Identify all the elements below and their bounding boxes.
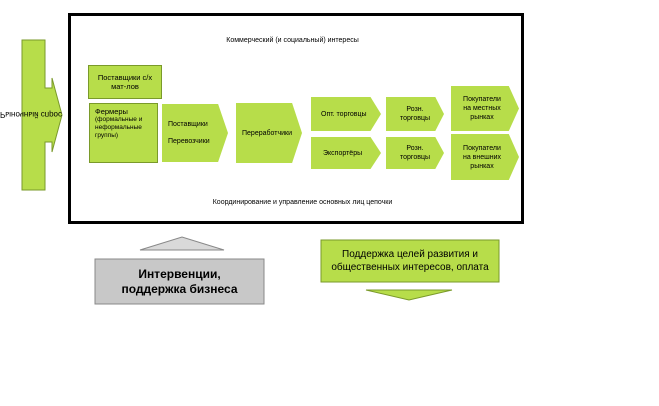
buyers-foreign-chevron: Покупатели на внешних рынках <box>451 134 519 180</box>
wholesale-label: Опт. торговцы <box>321 110 367 118</box>
intervention-box <box>94 258 265 305</box>
support-label: Поддержка целей развития и общественных … <box>331 249 489 273</box>
buyers-foreign-label: Покупатели на внешних рынках <box>462 144 502 170</box>
processors-chevron: Переработчики <box>236 103 302 163</box>
retail-bottom-label: Розн. торговцы <box>400 145 430 161</box>
intervention-text: Интервенции, поддержка бизнеса <box>95 259 264 304</box>
transporters-line1: Поставщики <box>168 121 208 128</box>
transporters-chevron: Поставщики Перевозчики <box>162 104 228 162</box>
intervention-arrow <box>139 236 225 251</box>
market-demand-label: Рыночный спрос <box>0 110 63 119</box>
exporters-chevron: Экспортёры <box>311 137 381 169</box>
top-banner-text: Коммерческий (и социальный) интересы <box>226 37 359 44</box>
intervention-label: Интервенции, поддержка бизнеса <box>121 266 238 296</box>
transporters-line2: Перевозчики <box>168 138 210 145</box>
farmers-title: Фермеры <box>95 107 128 116</box>
retail-top-label: Розн. торговцы <box>400 106 430 122</box>
suppliers-box: Поставщики с/х мат-лов <box>88 65 162 99</box>
retail-top-chevron: Розн. торговцы <box>386 97 444 131</box>
coordination-text: Координирование и управление основных ли… <box>212 199 393 206</box>
support-arrow <box>365 289 453 301</box>
wholesale-chevron: Опт. торговцы <box>311 97 381 131</box>
buyers-local-chevron: Покупатели на местных рынках <box>451 86 519 131</box>
farmers-box: Фермеры (формальные и неформальные групп… <box>89 103 158 163</box>
support-text: Поддержка целей развития и общественных … <box>321 240 499 282</box>
suppliers-label: Поставщики с/х мат-лов <box>97 73 153 91</box>
processors-label: Переработчики <box>242 129 292 137</box>
exporters-label: Экспортёры <box>323 149 363 157</box>
buyers-local-label: Покупатели на местных рынках <box>463 96 501 121</box>
support-box <box>320 239 500 283</box>
retail-bottom-chevron: Розн. торговцы <box>386 137 444 169</box>
farmers-subtitle: (формальные и неформальные группы) <box>95 116 143 139</box>
market-demand-arrow <box>21 39 63 191</box>
